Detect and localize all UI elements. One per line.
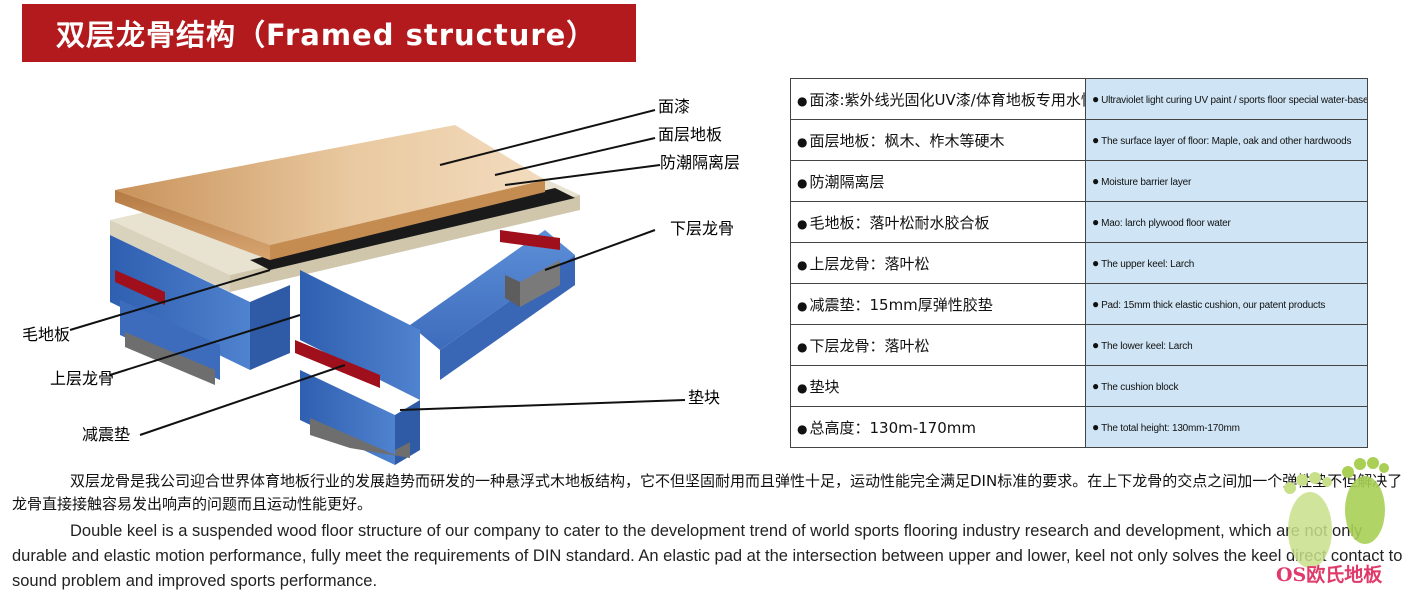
description-zh-text: 双层龙骨是我公司迎合世界体育地板行业的发展趋势而研发的一种悬浮式木地板结构，它不…	[12, 472, 1403, 513]
spec-zh-text: 总高度：130m-170mm	[809, 418, 976, 437]
spec-zh-text: 面层地板：枫木、柞木等硬木	[809, 131, 1005, 150]
spec-en-text: The lower keel: Larch	[1101, 341, 1193, 352]
bullet-icon: ●	[797, 93, 808, 108]
bullet-icon: ●	[797, 380, 808, 395]
bullet-icon: ●	[1092, 174, 1100, 188]
spec-table: ●面漆:紫外线光固化UV漆/体育地板专用水性漆●Ultraviolet ligh…	[790, 78, 1368, 448]
bullet-icon: ●	[797, 421, 808, 436]
bullet-icon: ●	[1092, 215, 1100, 229]
spec-en-cell: ●Ultraviolet light curing UV paint / spo…	[1085, 78, 1368, 120]
table-row: ●面漆:紫外线光固化UV漆/体育地板专用水性漆●Ultraviolet ligh…	[790, 78, 1368, 120]
spec-en-text: The upper keel: Larch	[1101, 259, 1195, 270]
spec-en-cell: ●The cushion block	[1085, 365, 1368, 407]
spec-en-text: The surface layer of floor: Maple, oak a…	[1101, 136, 1352, 147]
brand-name: OS欧氏地板	[1276, 564, 1383, 586]
bullet-icon: ●	[1092, 420, 1100, 434]
lower-keel-back	[410, 230, 575, 380]
table-row: ●下层龙骨：落叶松●The lower keel: Larch	[790, 324, 1368, 366]
spec-zh-text: 面漆:紫外线光固化UV漆/体育地板专用水性漆	[809, 90, 1086, 109]
spec-zh-cell: ●垫块	[790, 365, 1086, 407]
spec-en-cell: ●Mao: larch plywood floor water	[1085, 201, 1368, 243]
spec-zh-cell: ●防潮隔离层	[790, 160, 1086, 202]
bullet-icon: ●	[1092, 92, 1100, 106]
spec-en-cell: ●The lower keel: Larch	[1085, 324, 1368, 366]
bullet-icon: ●	[797, 339, 808, 354]
spec-en-cell: ●The total height: 130mm-170mm	[1085, 406, 1368, 448]
label-subfloor: 毛地板	[22, 325, 70, 344]
spec-zh-cell: ●毛地板：落叶松耐水胶合板	[790, 201, 1086, 243]
table-row: ●上层龙骨：落叶松●The upper keel: Larch	[790, 242, 1368, 284]
bullet-icon: ●	[1092, 133, 1100, 147]
spec-zh-cell: ●减震垫：15mm厚弹性胶垫	[790, 283, 1086, 325]
spec-zh-cell: ●上层龙骨：落叶松	[790, 242, 1086, 284]
spec-en-cell: ●Pad: 15mm thick elastic cushion, our pa…	[1085, 283, 1368, 325]
spec-en-cell: ●The surface layer of floor: Maple, oak …	[1085, 119, 1368, 161]
spec-zh-cell: ●下层龙骨：落叶松	[790, 324, 1086, 366]
bullet-icon: ●	[797, 134, 808, 149]
cushion-block-back	[505, 260, 560, 307]
upper-keel-left	[110, 235, 290, 370]
bullet-icon: ●	[797, 216, 808, 231]
bullet-icon: ●	[1092, 297, 1100, 311]
table-row: ●垫块●The cushion block	[790, 365, 1368, 407]
bullet-icon: ●	[797, 298, 808, 313]
cushion-block	[125, 332, 410, 458]
page-title: 双层龙骨结构（Framed structure）	[56, 18, 597, 52]
description-en: Double keel is a suspended wood floor st…	[12, 519, 1407, 594]
description-en-text: Double keel is a suspended wood floor st…	[12, 522, 1403, 590]
floor-structure-diagram: 面漆 面层地板 防潮隔离层 下层龙骨 毛地板 上层龙骨 减震垫 垫块	[22, 97, 740, 465]
upper-keel-right	[300, 270, 420, 400]
spec-en-text: Mao: larch plywood floor water	[1101, 218, 1231, 229]
spec-zh-text: 上层龙骨：落叶松	[809, 254, 930, 273]
spec-en-text: Pad: 15mm thick elastic cushion, our pat…	[1101, 300, 1326, 311]
spec-zh-cell: ●总高度：130m-170mm	[790, 406, 1086, 448]
footprint-icon	[1284, 457, 1389, 568]
label-cushion-pad: 减震垫	[82, 425, 130, 444]
label-upper-keel: 上层龙骨	[50, 369, 114, 388]
spec-zh-cell: ●面漆:紫外线光固化UV漆/体育地板专用水性漆	[790, 78, 1086, 120]
table-row: ●总高度：130m-170mm●The total height: 130mm-…	[790, 406, 1368, 448]
spec-en-text: The total height: 130mm-170mm	[1101, 423, 1240, 434]
label-surface-floor: 面层地板	[658, 125, 722, 144]
table-row: ●毛地板：落叶松耐水胶合板●Mao: larch plywood floor w…	[790, 201, 1368, 243]
bullet-icon: ●	[1092, 379, 1100, 393]
spec-en-text: The cushion block	[1101, 382, 1179, 393]
table-row: ●防潮隔离层●Moisture barrier layer	[790, 160, 1368, 202]
spec-en-text: Moisture barrier layer	[1101, 177, 1192, 188]
bullet-icon: ●	[797, 257, 808, 272]
table-row: ●面层地板：枫木、柞木等硬木●The surface layer of floo…	[790, 119, 1368, 161]
bullet-icon: ●	[1092, 256, 1100, 270]
spec-zh-cell: ●面层地板：枫木、柞木等硬木	[790, 119, 1086, 161]
bullet-icon: ●	[1092, 338, 1100, 352]
spec-zh-text: 下层龙骨：落叶松	[809, 336, 930, 355]
description-zh: 双层龙骨是我公司迎合世界体育地板行业的发展趋势而研发的一种悬浮式木地板结构，它不…	[12, 470, 1407, 516]
label-moisture-barrier: 防潮隔离层	[660, 153, 740, 172]
leader-lines	[69, 109, 686, 436]
spec-zh-text: 防潮隔离层	[809, 172, 885, 191]
label-lower-keel: 下层龙骨	[670, 219, 734, 238]
spec-zh-text: 毛地板：落叶松耐水胶合板	[809, 213, 990, 232]
spec-en-cell: ●The upper keel: Larch	[1085, 242, 1368, 284]
surface-floor-layer	[115, 125, 545, 260]
title-banner: 双层龙骨结构（Framed structure）	[22, 4, 636, 62]
bullet-icon: ●	[797, 175, 808, 190]
cushion-pad	[115, 230, 560, 388]
label-block: 垫块	[688, 388, 720, 407]
spec-zh-text: 减震垫：15mm厚弹性胶垫	[809, 295, 993, 314]
label-paint: 面漆	[658, 97, 690, 116]
moisture-barrier-layer	[250, 188, 575, 270]
spec-zh-text: 垫块	[809, 377, 840, 396]
brand-logo	[1284, 457, 1389, 568]
table-row: ●减震垫：15mm厚弹性胶垫●Pad: 15mm thick elastic c…	[790, 283, 1368, 325]
spec-en-text: Ultraviolet light curing UV paint / spor…	[1101, 95, 1368, 106]
spec-en-cell: ●Moisture barrier layer	[1085, 160, 1368, 202]
